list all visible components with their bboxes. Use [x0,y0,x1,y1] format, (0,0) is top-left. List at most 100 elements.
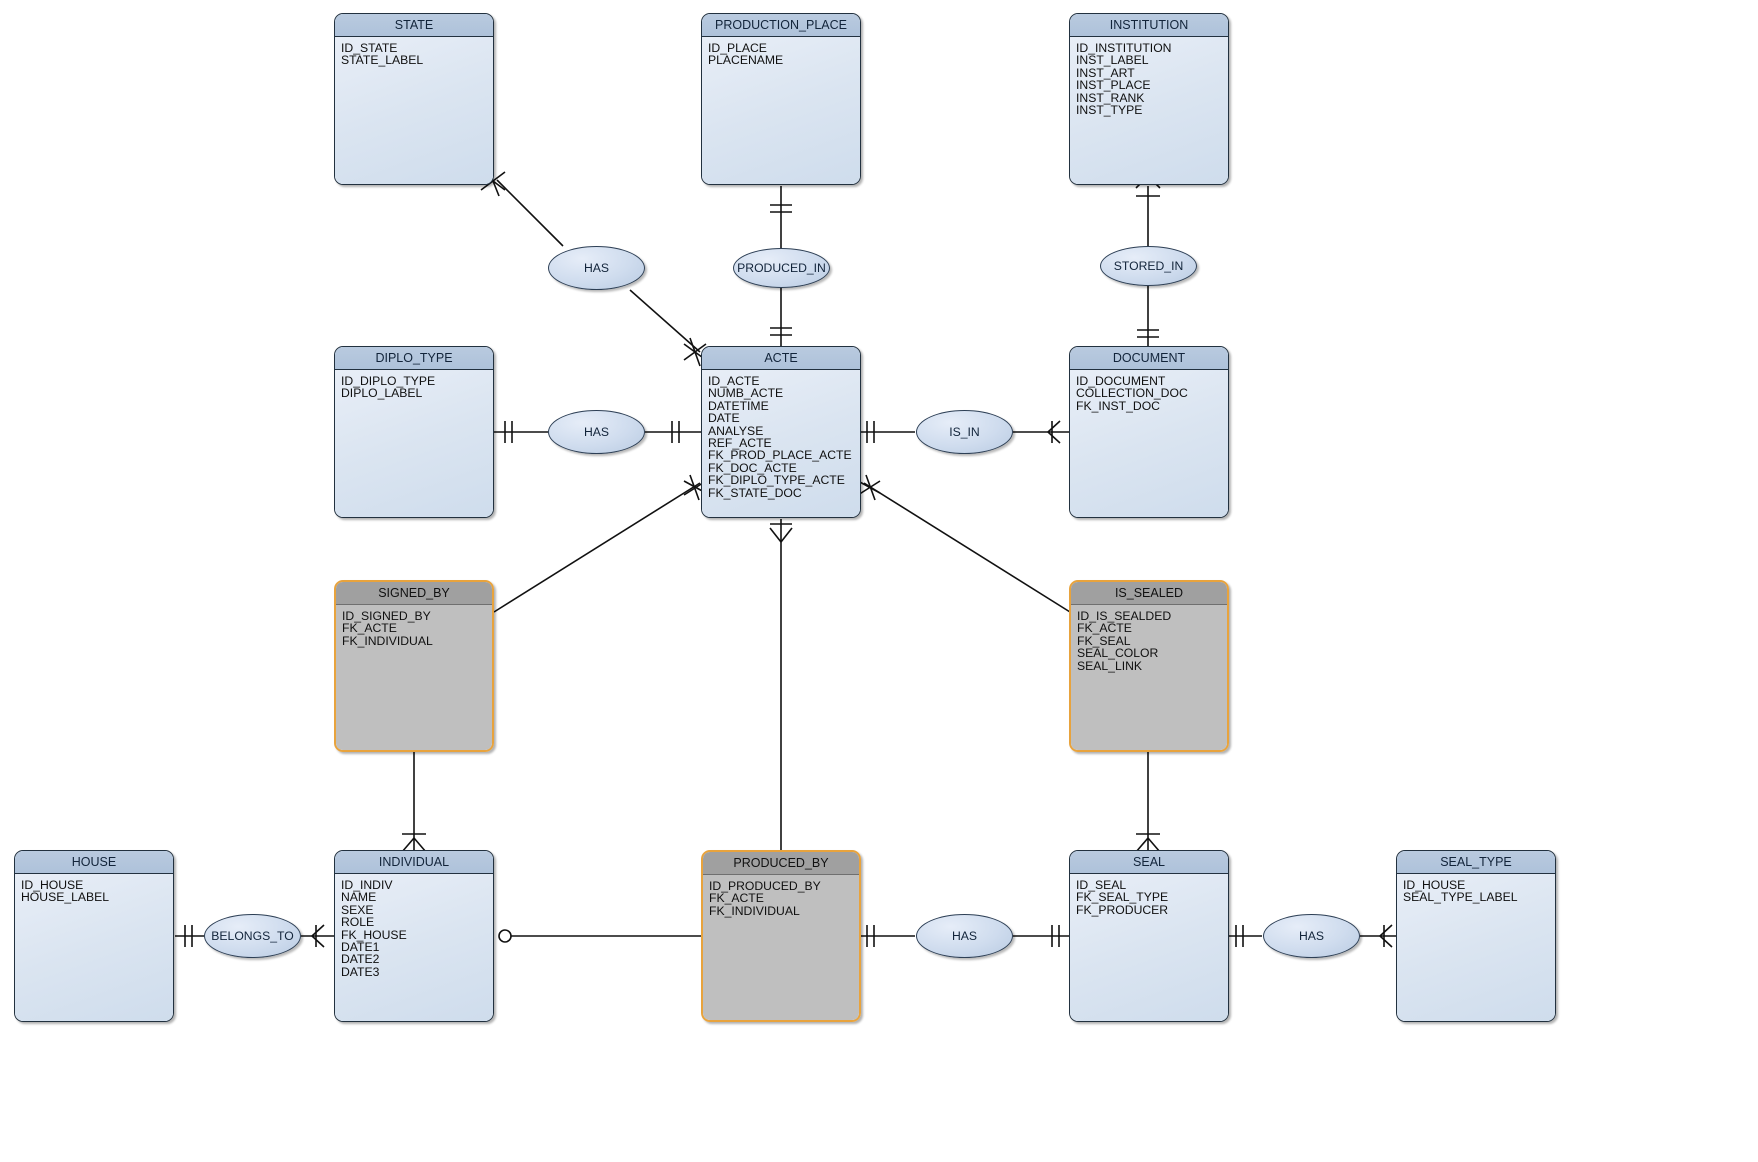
crowfoot-sealtype-left [1379,924,1393,948]
entity-document[interactable]: DOCUMENT ID_DOCUMENT COLLECTION_DOC FK_I… [1069,346,1229,518]
attribute: SEAL_TYPE_LABEL [1403,890,1518,905]
attribute: ID_DOCUMENT [1076,374,1166,388]
entity-title: SIGNED_BY [336,582,492,605]
attribute: ID_SIGNED_BY [342,609,431,623]
entity-house[interactable]: HOUSE ID_HOUSE HOUSE_LABEL [14,850,174,1022]
entity-title: IS_SEALED [1071,582,1227,605]
attribute: ID_DIPLO_TYPE [341,374,436,388]
crowfoot-acte-issealed [857,474,881,501]
tick-seal-left [1051,925,1060,947]
attribute: ID_STATE [341,41,398,55]
entity-production-place[interactable]: PRODUCTION_PLACE ID_PLACE PLACENAME [701,13,861,185]
relationship-label: PRODUCED_IN [737,261,826,275]
crowfoot-acte-bottom [769,523,793,543]
relationship-label: HAS [583,261,610,275]
attribute: FK_DIPLO_TYPE_ACTE [708,473,845,488]
attribute: FK_INDIVIDUAL [709,903,800,918]
connector-state-has [496,179,564,247]
relationship-has-producedby-seal[interactable]: HAS [916,914,1013,958]
attribute: FK_SEAL_TYPE [1076,890,1169,905]
attribute: SEAL_LINK [1077,658,1143,673]
attribute: FK_ACTE [1077,621,1132,636]
attribute: ID_INDIV [341,878,393,892]
attribute-list: ID_SIGNED_BY FK_ACTE FK_INDIVIDUAL [336,605,492,750]
entity-seal-type[interactable]: SEAL_TYPE ID_HOUSE SEAL_TYPE_LABEL [1396,850,1556,1022]
attribute: NAME [341,890,377,905]
attribute: DATE [708,411,740,426]
attribute: PLACENAME [708,53,784,68]
tick-document-top [1137,329,1159,338]
attribute: ID_HOUSE [21,878,84,892]
entity-title: INDIVIDUAL [335,851,493,874]
crowfoot-document-left [1047,420,1061,444]
attribute: DATE3 [341,964,380,979]
attribute: INST_TYPE [1076,102,1143,117]
crowfoot-individual-top [401,833,427,853]
attribute: FK_INDIVIDUAL [342,633,433,648]
entity-institution[interactable]: INSTITUTION ID_INSTITUTION INST_LABEL IN… [1069,13,1229,185]
relationship-produced-in[interactable]: PRODUCED_IN [733,248,830,288]
attribute-list: ID_SEAL FK_SEAL_TYPE FK_PRODUCER [1070,874,1228,1021]
attribute: FK_SEAL [1077,633,1131,648]
crowfoot-individual-left [311,924,325,948]
attribute: DATETIME [708,398,769,413]
relationship-has-diplotype-acte[interactable]: HAS [548,410,645,454]
relationship-label: BELONGS_TO [211,929,294,943]
attribute: ID_ACTE [708,374,760,388]
tick-acte-right [866,421,875,443]
attribute: ID_HOUSE [1403,878,1466,892]
tick-producedby-right [866,925,875,947]
attribute: FK_PROD_PLACE_ACTE [708,448,852,463]
association-signed-by[interactable]: SIGNED_BY ID_SIGNED_BY FK_ACTE FK_INDIVI… [334,580,494,752]
attribute-list: ID_PRODUCED_BY FK_ACTE FK_INDIVIDUAL [703,875,859,1020]
attribute: INST_LABEL [1076,53,1149,68]
attribute: FK_HOUSE [341,927,407,942]
entity-title: DOCUMENT [1070,347,1228,370]
relationship-has-seal-sealtype[interactable]: HAS [1263,914,1360,958]
entity-title: HOUSE [15,851,173,874]
attribute: ID_PRODUCED_BY [709,879,821,893]
relationship-label: HAS [951,929,978,943]
attribute: SEXE [341,902,374,917]
attribute-list: ID_ACTE NUMB_ACTE DATETIME DATE ANALYSE … [702,370,860,517]
attribute: INST_RANK [1076,90,1145,105]
entity-title: PRODUCTION_PLACE [702,14,860,37]
attribute-list: ID_PLACE PLACENAME [702,37,860,184]
entity-diplo-type[interactable]: DIPLO_TYPE ID_DIPLO_TYPE DIPLO_LABEL [334,346,494,518]
entity-state[interactable]: STATE ID_STATE STATE_LABEL [334,13,494,185]
attribute: REF_ACTE [708,435,772,450]
connector-issealed-acte [863,482,1071,613]
attribute: STATE_LABEL [341,53,424,68]
relationship-belongs-to[interactable]: BELONGS_TO [204,914,301,958]
attribute: FK_DOC_ACTE [708,460,797,475]
attribute: INST_ART [1076,65,1135,80]
entity-title: INSTITUTION [1070,14,1228,37]
relationship-is-in[interactable]: IS_IN [916,410,1013,454]
entity-acte[interactable]: ACTE ID_ACTE NUMB_ACTE DATETIME DATE ANA… [701,346,861,518]
attribute: FK_ACTE [709,891,764,906]
attribute: HOUSE_LABEL [21,890,110,905]
association-is-sealed[interactable]: IS_SEALED ID_IS_SEALDED FK_ACTE FK_SEAL … [1069,580,1229,752]
attribute-list: ID_HOUSE HOUSE_LABEL [15,874,173,1021]
entity-individual[interactable]: INDIVIDUAL ID_INDIV NAME SEXE ROLE FK_HO… [334,850,494,1022]
attribute: ID_INSTITUTION [1076,41,1172,55]
attribute-list: ID_INSTITUTION INST_LABEL INST_ART INST_… [1070,37,1228,184]
attribute-list: ID_DOCUMENT COLLECTION_DOC FK_INST_DOC [1070,370,1228,517]
connector-signedby-acte [493,482,701,613]
attribute: NUMB_ACTE [708,386,784,401]
zero-marker-individual [498,929,512,943]
attribute-list: ID_INDIV NAME SEXE ROLE FK_HOUSE DATE1 D… [335,874,493,1021]
relationship-label: STORED_IN [1113,259,1184,273]
attribute-list: ID_HOUSE SEAL_TYPE_LABEL [1397,874,1555,1021]
entity-seal[interactable]: SEAL ID_SEAL FK_SEAL_TYPE FK_PRODUCER [1069,850,1229,1022]
attribute-list: ID_IS_SEALDED FK_ACTE FK_SEAL SEAL_COLOR… [1071,605,1227,750]
attribute: FK_PRODUCER [1076,902,1169,917]
entity-title: SEAL [1070,851,1228,874]
relationship-has-state-acte[interactable]: HAS [548,246,645,290]
attribute: DATE2 [341,952,380,967]
relationship-stored-in[interactable]: STORED_IN [1100,246,1197,286]
attribute: ID_IS_SEALDED [1077,609,1172,623]
association-produced-by[interactable]: PRODUCED_BY ID_PRODUCED_BY FK_ACTE FK_IN… [701,850,861,1022]
crowfoot-seal-top [1135,833,1161,853]
